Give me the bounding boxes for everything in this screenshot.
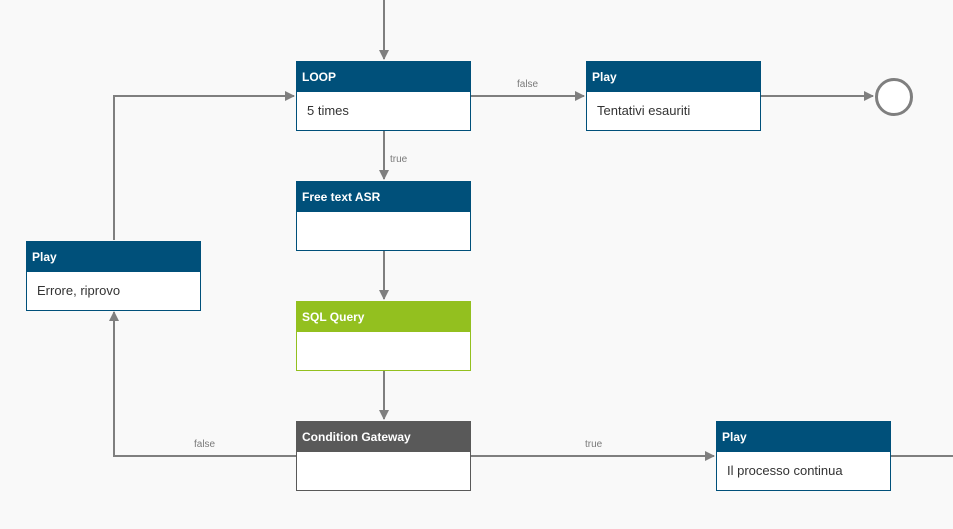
node-sql-query-body — [297, 332, 470, 370]
edge-label-gateway-false: false — [194, 439, 216, 450]
node-play-continue-body: Il processo continua — [727, 463, 843, 478]
end-event-circle[interactable] — [875, 78, 913, 116]
node-free-text-asr[interactable]: Free text ASR — [296, 181, 471, 251]
node-loop-body: 5 times — [307, 103, 349, 118]
edge-label-gateway-true: true — [585, 439, 603, 450]
node-condition-gateway[interactable]: Condition Gateway — [296, 421, 471, 491]
node-play-error-body: Errore, riprovo — [37, 283, 121, 298]
node-free-text-asr-title: Free text ASR — [297, 182, 470, 212]
node-play-continue-title: Play — [717, 422, 890, 452]
node-play-exhausted-body: Tentativi esauriti — [597, 103, 691, 118]
node-loop-title: LOOP — [297, 62, 470, 92]
node-loop[interactable]: LOOP 5 times — [296, 61, 471, 131]
node-sql-query[interactable]: SQL Query — [296, 301, 471, 371]
node-play-error-title: Play — [27, 242, 200, 272]
connector-error-to-loop[interactable] — [113, 91, 295, 240]
node-sql-query-title: SQL Query — [297, 302, 470, 332]
node-free-text-asr-body — [297, 212, 470, 250]
node-play-exhausted[interactable]: Play Tentativi esauriti — [586, 61, 761, 131]
connector-gateway-false[interactable] — [109, 311, 296, 457]
node-play-exhausted-title: Play — [587, 62, 760, 92]
edge-label-loop-true: true — [390, 154, 408, 165]
node-play-error[interactable]: Play Errore, riprovo — [26, 241, 201, 311]
node-condition-gateway-title: Condition Gateway — [297, 422, 470, 452]
node-condition-gateway-body — [297, 452, 470, 490]
node-play-continue[interactable]: Play Il processo continua — [716, 421, 891, 491]
edge-label-loop-false: false — [517, 79, 539, 90]
